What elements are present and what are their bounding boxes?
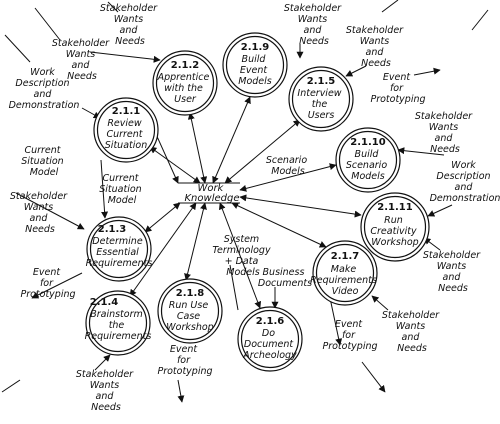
- flow-label: System Terminology + Data Models: [212, 234, 273, 278]
- flow-label: Stakeholder Wants and Needs: [346, 25, 406, 69]
- process-number: 2.1.6: [256, 316, 285, 327]
- flow-label: Stakeholder Wants and Needs: [100, 3, 160, 47]
- flow-line-32: [184, 202, 207, 281]
- process-number: 2.1.8: [176, 288, 205, 299]
- flow-line-12: [427, 204, 453, 217]
- flow-line-1: [4, 34, 31, 63]
- process-title: Apprentice with the User: [157, 72, 213, 105]
- flow-label: Event for Prototyping: [157, 344, 212, 377]
- flow-line-24: [187, 112, 208, 184]
- process-title: Make Requirements Video: [310, 264, 380, 297]
- flow-line-27: [239, 163, 337, 192]
- flow-label: Event for Prototyping: [20, 267, 75, 300]
- flow-line-25: [212, 96, 251, 184]
- process-2-1-11[interactable]: 2.1.11 Run Creativity Workshop: [360, 192, 430, 262]
- flow-line-26: [224, 119, 301, 184]
- store-label: Work Knowledge: [185, 183, 240, 204]
- process-number: 2.1.11: [377, 202, 412, 213]
- process-2-1-1[interactable]: 2.1.1 Review Current Situation: [93, 97, 159, 163]
- process-title: Review Current Situation: [105, 118, 147, 151]
- flow-label: Event for Prototyping: [370, 72, 425, 105]
- process-number: 2.1.1: [112, 106, 141, 117]
- flow-label: Stakeholder Wants and Needs: [415, 111, 475, 155]
- flow-line-23: [149, 146, 201, 184]
- process-title: Build Scenario Models: [346, 149, 390, 182]
- flow-line-29: [144, 202, 181, 233]
- process-2-1-9[interactable]: 2.1.9 Build Event Models: [222, 32, 288, 98]
- process-number: 2.1.3: [98, 224, 127, 235]
- flow-label: Current Situation Model: [21, 145, 66, 178]
- flow-line-33: [218, 202, 262, 309]
- flow-line-18: [361, 361, 386, 393]
- process-title: Run Creativity Workshop: [370, 215, 419, 248]
- flow-line-28: [239, 194, 362, 218]
- flow-lines: [1, 0, 489, 403]
- flow-label: Work Description and Demonstration: [430, 160, 500, 204]
- process-number: 2.1.10: [350, 137, 385, 148]
- process-title: Run Use Case Workshop: [166, 300, 213, 333]
- process-2-1-2[interactable]: 2.1.2 Apprentice with the User: [152, 50, 218, 116]
- process-number: 2.1.4: [90, 297, 119, 308]
- flow-labels: Stakeholder Wants and Needs Stakeholder …: [9, 3, 500, 413]
- flow-line-8: [345, 65, 367, 77]
- flow-line-20: [94, 354, 111, 371]
- flow-line-16: [371, 295, 389, 311]
- process-2-1-4[interactable]: 2.1.4 Brainstorm the Requirements: [85, 290, 152, 356]
- process-title: Determine Essential Requirements: [86, 236, 153, 269]
- flow-label: Scenario Models: [266, 155, 310, 177]
- process-title: Brainstorm the Requirements: [85, 309, 152, 342]
- flow-label: Stakeholder Wants and Needs: [76, 369, 136, 413]
- flow-line-17: [329, 297, 343, 346]
- flow-line-7: [381, 0, 399, 13]
- flow-label: Stakeholder Wants and Needs: [10, 191, 70, 235]
- process-number: 2.1.5: [307, 76, 336, 87]
- flow-line-19: [177, 379, 185, 403]
- flow-line-2: [34, 7, 61, 41]
- process-number: 2.1.2: [171, 60, 200, 71]
- flow-line-10: [397, 147, 445, 156]
- flow-label: Current Situation Model: [99, 173, 144, 206]
- process-title: Build Event Models: [238, 54, 272, 87]
- flow-line-30: [100, 159, 109, 219]
- flow-line-3: [107, 1, 119, 13]
- flow-label: Stakeholder Wants and Needs: [52, 38, 112, 82]
- process-2-1-10[interactable]: 2.1.10 Build Scenario Models: [335, 127, 401, 193]
- flow-line-21: [1, 379, 21, 393]
- process-number: 2.1.9: [241, 42, 270, 53]
- process-title: Interview the Users: [297, 88, 344, 121]
- flow-label: Work Description and Demonstration: [9, 67, 80, 111]
- flow-line-36: [229, 264, 239, 311]
- flow-label: Stakeholder Wants and Needs: [423, 250, 483, 294]
- flow-line-11: [471, 9, 489, 31]
- flow-line-34: [231, 202, 327, 248]
- flow-line-4: [89, 51, 161, 63]
- flow-label: Business Documents: [258, 267, 312, 289]
- process-2-1-7[interactable]: 2.1.7 Make Requirements Video: [310, 240, 380, 306]
- process-2-1-8[interactable]: 2.1.8 Run Use Case Workshop: [157, 278, 223, 344]
- process-2-1-5[interactable]: 2.1.5 Interview the Users: [288, 66, 354, 132]
- flow-label: Stakeholder Wants and Needs: [284, 3, 344, 47]
- flow-line-15: [31, 272, 83, 299]
- process-number: 2.1.7: [331, 251, 360, 262]
- flow-line-14: [15, 192, 85, 230]
- flow-label: Event for Prototyping: [322, 319, 377, 352]
- process-2-1-6[interactable]: 2.1.6 Do Document Archeology: [237, 306, 303, 372]
- process-2-1-3[interactable]: 2.1.3 Determine Essential Requirements: [86, 216, 153, 282]
- process-title: Do Document Archeology: [242, 328, 297, 361]
- flow-label: Stakeholder Wants and Needs: [382, 310, 442, 354]
- flow-line-9: [413, 67, 441, 76]
- data-store-work-knowledge: Work Knowledge: [178, 182, 240, 204]
